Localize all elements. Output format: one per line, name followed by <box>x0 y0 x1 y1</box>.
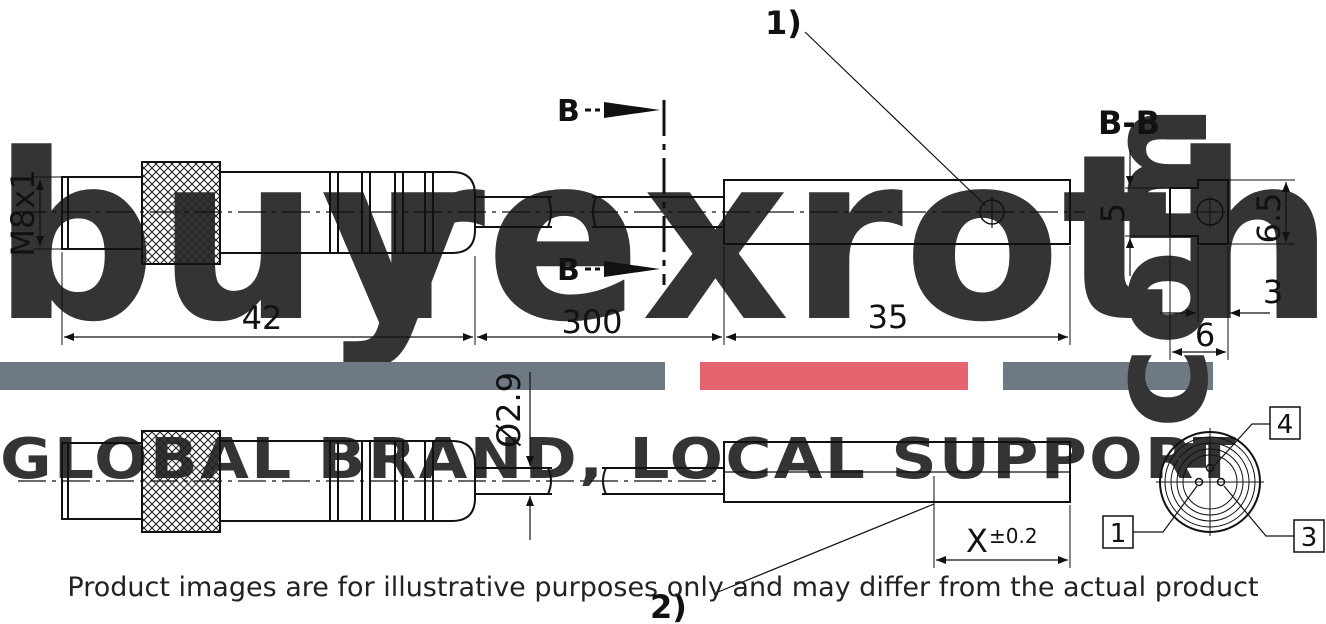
pin-1-box <box>1102 515 1134 549</box>
watermark-bar-center <box>700 362 968 390</box>
knurled-nut <box>141 161 221 265</box>
dimension-35: 35 <box>868 298 909 336</box>
thread-label: M8x1 <box>4 169 42 256</box>
section-view <box>1125 150 1295 360</box>
watermark-bar-right <box>1003 362 1213 390</box>
x-tolerance-label: ±0.2 <box>989 524 1038 548</box>
pin-view <box>1102 406 1325 553</box>
note-1-leader <box>804 31 987 207</box>
watermark: buy rexroth GLOBAL BRAND, LOCAL SUPPORT … <box>0 104 1326 492</box>
pin-3-box <box>1293 519 1325 553</box>
note-2-leader <box>717 503 935 593</box>
cable-diameter-label: Ø2.9 <box>490 372 528 448</box>
pin-4-box <box>1269 406 1301 440</box>
watermark-brand-red: buy <box>0 106 470 373</box>
dimension-42: 42 <box>242 299 283 337</box>
pin-3-label: 3 <box>1301 523 1318 553</box>
watermark-tld: .com <box>1077 104 1240 482</box>
x-base-label: X <box>966 522 988 560</box>
dimension-cable-diameter <box>520 372 545 540</box>
pin-4-icon <box>1205 463 1215 473</box>
section-arrows: B B <box>557 94 660 288</box>
dimension-x <box>933 476 1071 568</box>
side-view <box>18 430 1071 533</box>
section-marker-bottom: B <box>557 253 580 288</box>
pin-1-label: 1 <box>1110 519 1127 549</box>
watermark-bar-left <box>0 362 665 390</box>
watermark-brand-gray: rexroth <box>372 106 1326 373</box>
dimension-6: 6 <box>1195 316 1215 354</box>
dimension-thread: M8x1 <box>4 169 62 257</box>
note-1-label: 1) <box>765 4 802 42</box>
top-view <box>18 100 1085 285</box>
pin-4-label: 4 <box>1277 410 1294 440</box>
section-marker-top: B <box>557 94 580 129</box>
dimension-3: 3 <box>1263 273 1283 311</box>
dimension-5: 5 <box>1094 203 1132 223</box>
pin-1-icon <box>1194 477 1204 487</box>
note-2-label: 2) <box>650 588 687 624</box>
dimension-6-5: 6.5 <box>1250 193 1288 244</box>
pin-3-icon <box>1216 477 1226 487</box>
section-title: B-B <box>1098 104 1160 142</box>
disclaimer-footer: Product images are for illustrative purp… <box>67 572 1259 603</box>
dimension-300: 300 <box>561 303 622 341</box>
length-dimensions <box>61 246 1071 345</box>
